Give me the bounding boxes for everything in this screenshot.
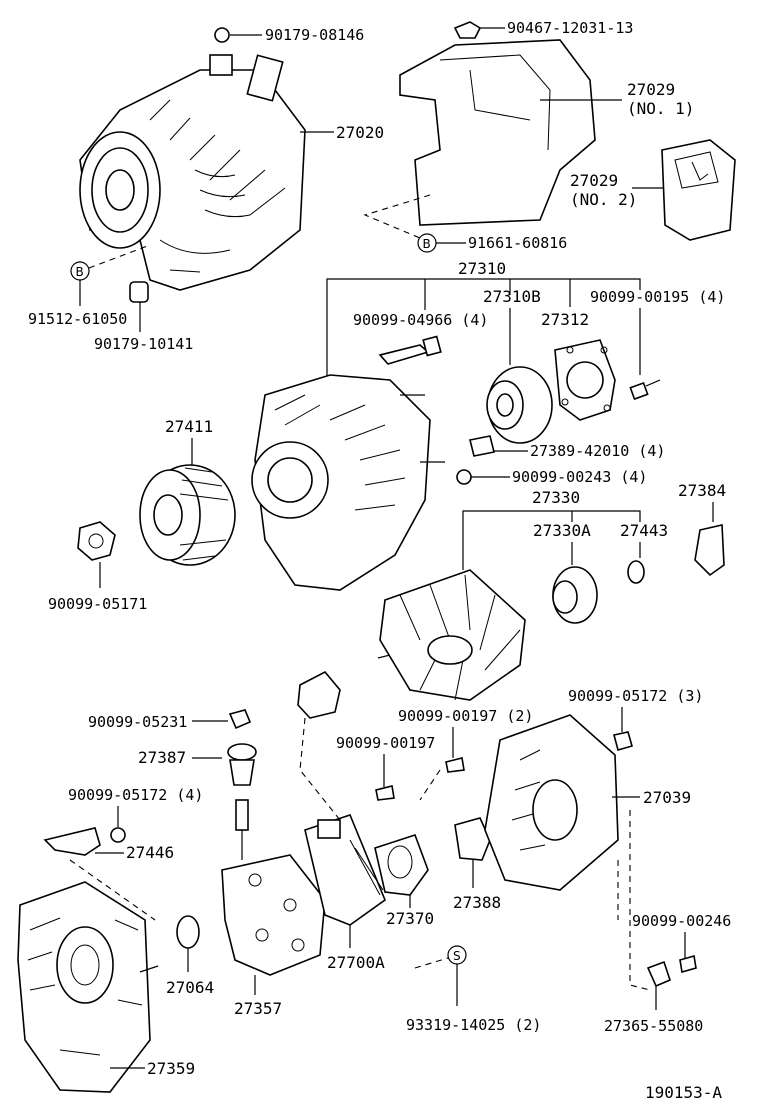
label-90179-08146: 90179-08146	[265, 26, 364, 44]
screw-90099-00197-drawing	[375, 785, 395, 801]
label-27370: 27370	[386, 909, 434, 928]
rear-cover-27359-drawing	[17, 881, 159, 1093]
bracket-27446-drawing	[43, 827, 101, 856]
label-no2: (NO. 2)	[570, 190, 637, 209]
label-27310b: 27310B	[483, 287, 541, 306]
ring-27064-drawing	[176, 915, 200, 949]
insulator-27384-drawing	[694, 524, 725, 577]
brush-holder-27370-drawing	[374, 834, 429, 896]
label-27359: 27359	[147, 1059, 195, 1078]
label-27330: 27330	[532, 488, 580, 507]
label-27446: 27446	[126, 843, 174, 862]
label-27389-42010: 27389-42010 (4)	[530, 442, 665, 460]
label-27387: 27387	[138, 748, 186, 767]
terminal-27365-drawing	[646, 960, 671, 988]
screw-90099-00195-drawing	[629, 379, 661, 401]
nut-90099-05172-3-drawing	[613, 731, 633, 751]
label-90099-00243: 90099-00243 (4)	[512, 468, 647, 486]
label-27411: 27411	[165, 417, 213, 436]
label-27700a: 27700A	[327, 953, 385, 972]
rear-end-frame-27039-drawing	[484, 714, 619, 891]
nut-90099-05231-drawing	[228, 709, 252, 730]
alternator-cover-no1-drawing	[399, 39, 622, 226]
regulator-27700a-drawing	[304, 814, 386, 926]
nut-90099-05172-4-drawing	[110, 827, 126, 843]
terminal-27387-drawing	[227, 743, 257, 786]
label-27039: 27039	[643, 788, 691, 807]
label-91512-61050: 91512-61050	[28, 310, 127, 328]
label-91661-60816: 91661-60816	[468, 234, 567, 252]
nut-90099-05171-drawing	[77, 521, 116, 588]
brush-cover-drawing	[297, 670, 341, 719]
ring-27443-drawing	[627, 560, 645, 584]
nut-90099-00243-drawing	[456, 469, 510, 485]
label-93319-14025: 93319-14025 (2)	[406, 1016, 541, 1034]
label-90467-12031-13: 90467-12031-13	[507, 19, 633, 37]
label-27357: 27357	[234, 999, 282, 1018]
label-90099-00197: 90099-00197	[336, 734, 435, 752]
label-27443: 27443	[620, 521, 668, 540]
insulator-27389-drawing	[469, 435, 528, 457]
label-90099-05231: 90099-05231	[88, 713, 187, 731]
bolt-90099-04966-drawing	[378, 335, 442, 365]
pulley-27411-drawing	[139, 464, 236, 566]
label-90099-05172-4: 90099-05172 (4)	[68, 786, 203, 804]
label-27365-55080: 27365-55080	[604, 1017, 703, 1035]
diagram-number: 190153-A	[645, 1083, 722, 1102]
bearing-27310b-drawing	[486, 366, 553, 444]
nut-90179-10141-drawing	[129, 281, 149, 332]
label-27064: 27064	[166, 978, 214, 997]
label-90099-00246: 90099-00246	[632, 912, 731, 930]
label-90099-00197-2: 90099-00197 (2)	[398, 707, 533, 725]
label-27388: 27388	[453, 893, 501, 912]
reference-mark-b-right-text: B	[423, 237, 431, 251]
label-90179-10141: 90179-10141	[94, 335, 193, 353]
cap-27388-drawing	[454, 817, 491, 861]
label-27020: 27020	[336, 123, 384, 142]
clip-90467-12031-drawing	[453, 21, 505, 39]
label-no1: (NO. 1)	[627, 99, 694, 118]
label-90099-05171: 90099-05171	[48, 595, 147, 613]
label-27029-no1: 27029	[627, 80, 675, 99]
label-90099-00195: 90099-00195 (4)	[590, 288, 725, 306]
label-90099-05172-3: 90099-05172 (3)	[568, 687, 703, 705]
alternator-cover-no2-drawing	[661, 139, 736, 241]
screw-90099-00197-2-drawing	[445, 757, 465, 773]
rotor-27330-drawing	[377, 569, 526, 701]
bearing-27330a-drawing	[552, 566, 598, 624]
reference-mark-s-text: S	[453, 949, 461, 963]
label-27330a: 27330A	[533, 521, 591, 540]
label-27310: 27310	[458, 259, 506, 278]
label-27384: 27384	[678, 481, 726, 500]
label-27029-no2: 27029	[570, 171, 618, 190]
screw-90099-00246-drawing	[679, 954, 697, 974]
label-90099-04966: 90099-04966 (4)	[353, 311, 488, 329]
rectifier-27357-drawing	[221, 799, 326, 976]
nut-90179-08146-drawing	[214, 27, 262, 43]
reference-mark-b-left-text: B	[76, 265, 84, 279]
alternator-assembly-drawing	[79, 54, 306, 291]
label-27312: 27312	[541, 310, 589, 329]
drive-end-frame-drawing	[251, 374, 445, 591]
retainer-plate-27312-drawing	[554, 339, 616, 421]
